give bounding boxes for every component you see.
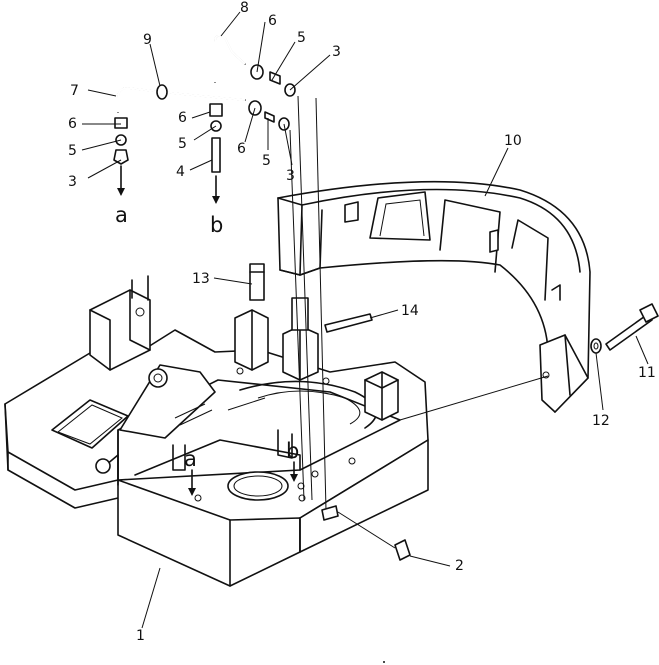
pipe-assembly — [113, 34, 411, 561]
connector-b-label: b — [210, 213, 223, 237]
callout-1: 1 — [136, 628, 145, 644]
callout-3: 3 — [332, 44, 341, 60]
callout-5: 5 — [262, 153, 271, 169]
callout-5: 5 — [178, 136, 187, 152]
leader-lines — [81, 11, 649, 629]
callout-6: 6 — [237, 141, 246, 157]
callout-11: 11 — [638, 365, 656, 381]
callout-6: 6 — [68, 116, 77, 132]
connector-a-label: a — [115, 203, 128, 227]
callout-2: 2 — [455, 558, 464, 574]
revolving-frame — [4, 275, 429, 587]
callout-6: 6 — [178, 110, 187, 126]
callout-7: 7 — [70, 83, 79, 99]
callout-5: 5 — [297, 30, 306, 46]
callout-8: 8 — [240, 0, 249, 16]
counterweight — [277, 180, 591, 413]
callout-10: 10 — [504, 133, 522, 149]
callout-3: 3 — [68, 174, 77, 190]
connector-a-label: a — [184, 447, 197, 471]
callout-14: 14 — [401, 303, 419, 319]
callout-13: 13 — [192, 271, 210, 287]
callout-12: 12 — [592, 413, 610, 429]
connector-b-label: b — [286, 439, 299, 463]
callout-3: 3 — [286, 168, 295, 184]
callout-9: 9 — [143, 32, 152, 48]
bolt-and-washer — [590, 303, 659, 354]
callout-5: 5 — [68, 143, 77, 159]
callout-4: 4 — [176, 164, 185, 180]
small-parts — [249, 263, 373, 333]
callout-numbers: 1 2 3 3 3 4 5 5 5 5 6 6 6 6 7 8 9 10 11 … — [68, 0, 656, 644]
callout-6: 6 — [268, 13, 277, 29]
